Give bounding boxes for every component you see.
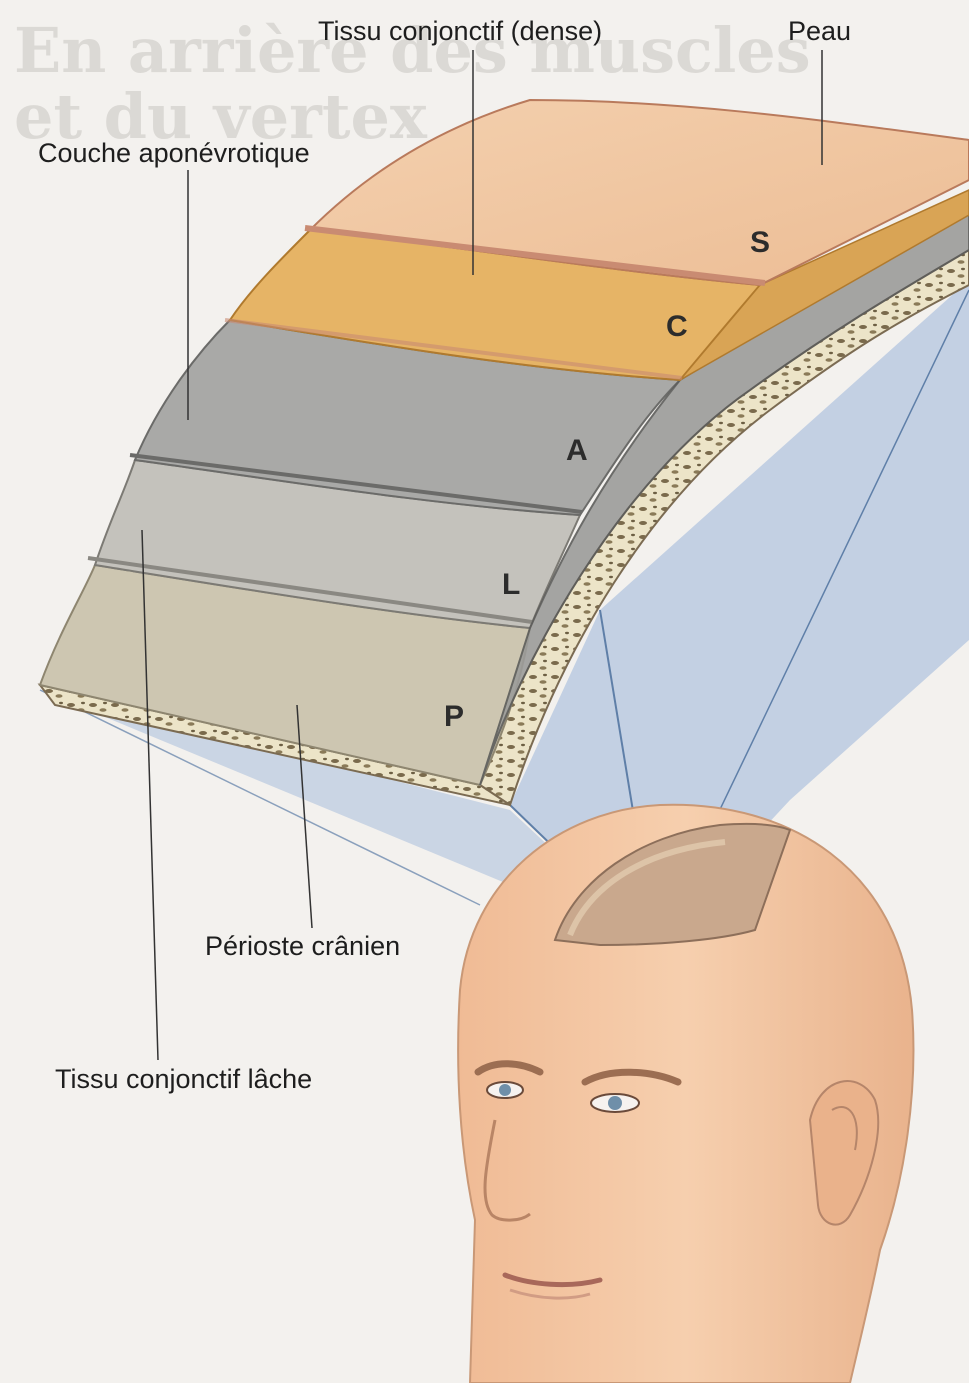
label-tissu-conjonctif-lache: Tissu conjonctif lâche — [55, 1066, 312, 1093]
letter-loose: L — [502, 570, 520, 600]
letter-periosteum: P — [444, 702, 464, 732]
head — [458, 805, 913, 1383]
label-couche-aponevrotique: Couche aponévrotique — [38, 140, 310, 167]
letter-apo: A — [566, 436, 588, 466]
letter-skin: S — [750, 228, 770, 258]
label-peau: Peau — [788, 18, 851, 45]
label-perioste-cranien: Périoste crânien — [205, 933, 400, 960]
label-tissu-conjonctif-dense: Tissu conjonctif (dense) — [318, 18, 602, 45]
letter-dense: C — [666, 312, 688, 342]
